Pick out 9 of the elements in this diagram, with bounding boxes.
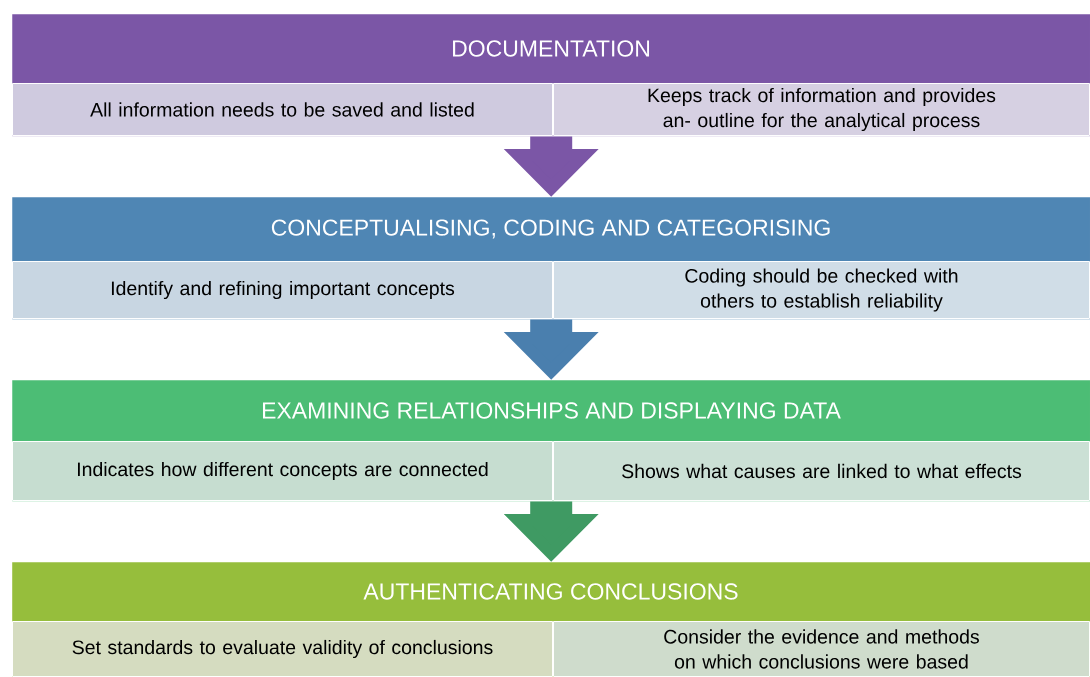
text-cell: Indicates how different concepts are connected: [12, 441, 553, 501]
text-cell: Shows what causes are linked to what effects: [553, 441, 1090, 501]
node-label: Shows what causes are linked to what effects: [622, 463, 1022, 479]
text-cell: All information needs to be saved and listed: [12, 83, 553, 136]
text-cell: Coding should be checked with others to establish reliability: [553, 261, 1090, 319]
text-cell: Consider the evidence and methods on which conclusions were based: [553, 621, 1090, 677]
text-cell: Keeps track of information and provides an- outline for the analytical process: [553, 83, 1090, 136]
text-cell: Identify and refining important concepts: [12, 261, 553, 319]
text-cell: Set standards to evaluate validity of conclusions: [12, 621, 553, 677]
